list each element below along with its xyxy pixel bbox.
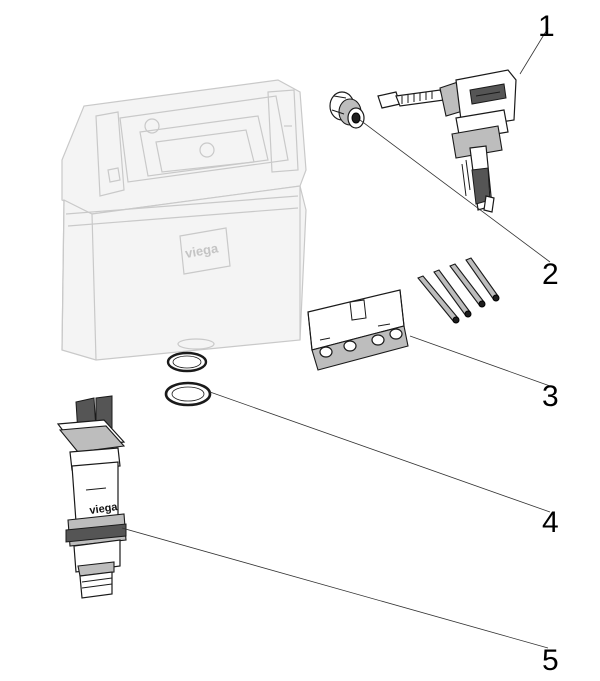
cistern-ghost: viega [61,79,307,361]
leader-lines [121,27,551,649]
callout-numbers: 1 2 3 4 5 [538,10,559,677]
mounting-bracket-and-screws [307,257,500,371]
cistern-brand-label: viega [184,240,220,261]
screws [417,257,500,324]
fill-valve [377,69,517,213]
callout-3: 3 [542,380,559,413]
callout-4: 4 [542,506,559,539]
flush-valve: viega [56,395,127,599]
valve-connector [329,91,365,129]
callout-2: 2 [542,258,559,291]
flush-valve-brand-label: viega [89,501,119,517]
o-ring-seals [164,351,212,407]
callout-1: 1 [538,10,555,43]
callout-5: 5 [542,644,559,677]
